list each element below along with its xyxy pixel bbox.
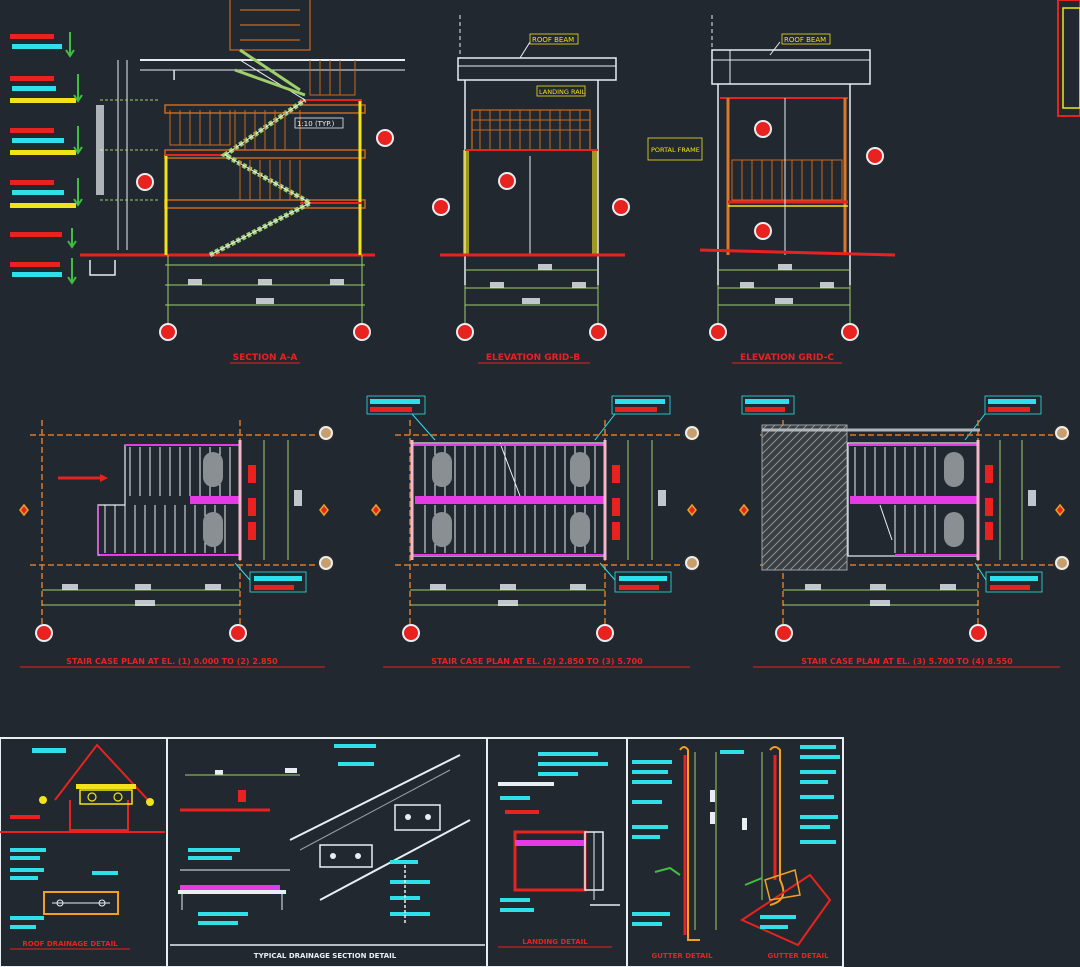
detail-roof-drainage: ROOF DRAINAGE DETAIL: [0, 743, 165, 950]
level-legend: [10, 32, 83, 285]
title-block-corner: [1057, 0, 1080, 117]
level-tag: [10, 74, 83, 103]
annotation-text: ROOF BEAM: [784, 36, 826, 44]
section-title: ELEVATION GRID-B: [486, 353, 580, 363]
detail-landing: LANDING DETAIL: [498, 752, 620, 948]
plan-title: STAIR CASE PLAN AT EL. (1) 0.000 TO (2) …: [66, 657, 278, 666]
level-tag: [10, 178, 83, 208]
level-tag: [10, 32, 75, 58]
detail-gutter-1: GUTTER DETAIL: [632, 746, 744, 960]
stair-plan-3: STAIR CASE PLAN AT EL. (3) 5.700 TO (4) …: [739, 395, 1071, 668]
section-title: ELEVATION GRID-C: [740, 353, 834, 363]
detail-gutter-2: GUTTER DETAIL: [739, 745, 840, 960]
elevation-grid-b: ROOF BEAM LANDING RAIL ELEVATION GRID-B: [432, 15, 630, 364]
detail-title: ROOF DRAINAGE DETAIL: [22, 940, 118, 948]
section-title: SECTION A-A: [233, 353, 298, 363]
detail-title: GUTTER DETAIL: [767, 952, 829, 960]
annotation-text: 1:10 (TYP.): [297, 120, 335, 128]
detail-drainage-section: TYPICAL DRAINAGE SECTION DETAIL: [170, 744, 485, 960]
stair-plan-2: STAIR CASE PLAN AT EL. (2) 2.850 TO (3) …: [366, 395, 701, 668]
stair-plan-1: STAIR CASE PLAN AT EL. (1) 0.000 TO (2) …: [19, 420, 335, 668]
section-a-a: I 1:10 (TYP.) SECTION A-A: [80, 0, 405, 364]
elevation-grid-c: ROOF BEAM PORTAL FRAME ELEVATION GRID-C: [647, 15, 896, 364]
svg-text:I: I: [172, 68, 176, 84]
level-tag: [10, 228, 77, 249]
annotation-text: LANDING RAIL: [539, 88, 586, 96]
plan-title: STAIR CASE PLAN AT EL. (2) 2.850 TO (3) …: [431, 657, 643, 666]
plan-title: STAIR CASE PLAN AT EL. (3) 5.700 TO (4) …: [801, 657, 1013, 666]
detail-panels-frame: [0, 737, 844, 967]
level-tag: [10, 126, 83, 155]
detail-title: GUTTER DETAIL: [651, 952, 713, 960]
detail-title: TYPICAL DRAINAGE SECTION DETAIL: [254, 952, 397, 960]
annotation-text: ROOF BEAM: [532, 36, 574, 44]
detail-title: LANDING DETAIL: [522, 938, 588, 946]
level-tag: [10, 258, 77, 285]
annotation-text: PORTAL FRAME: [651, 146, 700, 154]
